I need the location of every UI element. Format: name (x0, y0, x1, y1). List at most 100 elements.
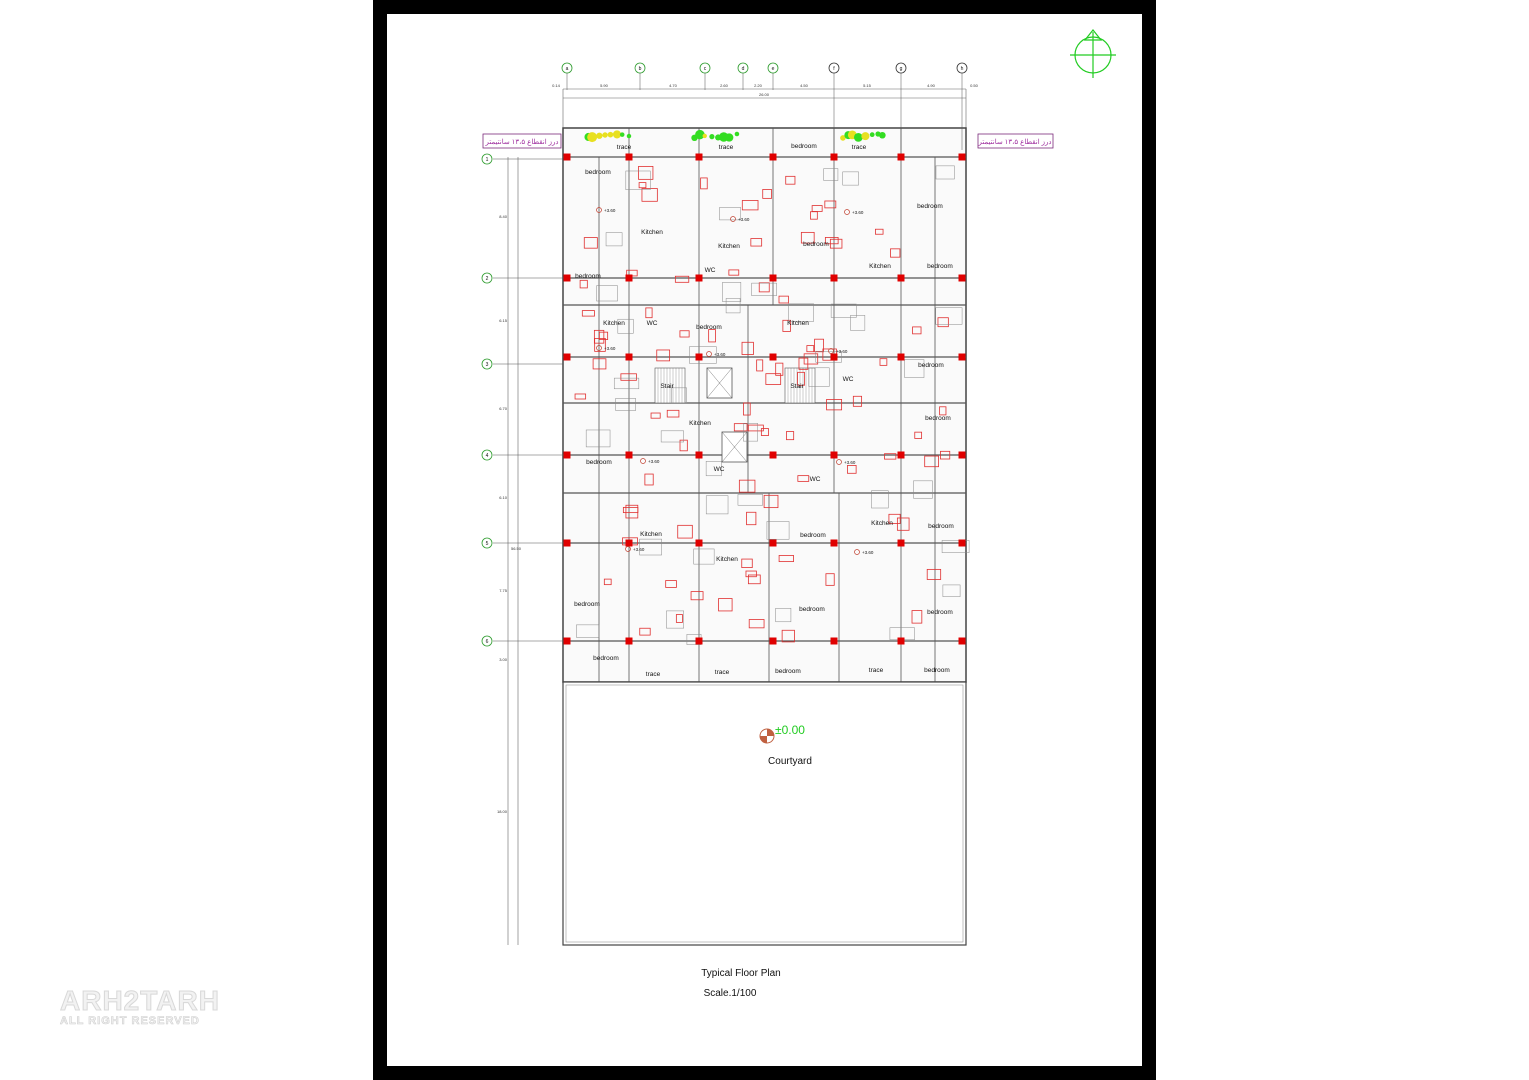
room-label: trace (852, 144, 867, 151)
furniture (733, 423, 748, 432)
room-label: bedroom (925, 415, 951, 422)
room-label: Kitchen (869, 263, 891, 270)
furniture (926, 568, 942, 580)
column (563, 539, 571, 547)
furniture (743, 423, 758, 442)
furniture (620, 373, 637, 381)
furniture (875, 228, 884, 235)
column (830, 353, 838, 361)
level-mark: +3.60 (854, 549, 874, 555)
svg-text:+3.60: +3.60 (633, 547, 645, 552)
furniture (778, 295, 789, 304)
room-label: WC (714, 466, 725, 473)
furniture (884, 453, 897, 460)
furniture (778, 555, 794, 563)
overall-depth-dimension: 56.50 (511, 546, 522, 551)
svg-text:+3.60: +3.60 (852, 210, 864, 215)
furniture (914, 431, 923, 439)
furniture (677, 524, 693, 539)
furniture (639, 627, 651, 636)
room-label: bedroom (927, 609, 953, 616)
furniture (904, 359, 925, 378)
room-label: bedroom (924, 667, 950, 674)
left-dimension: 6.10 (499, 495, 508, 500)
room-label: WC (843, 376, 854, 383)
column (695, 274, 703, 282)
grid-bubble-left: 5 (481, 537, 563, 549)
svg-text:5: 5 (486, 541, 489, 547)
left-dimension: 18.00 (497, 809, 508, 814)
svg-text:6: 6 (486, 639, 489, 645)
plant-icon (596, 132, 603, 139)
furniture (743, 402, 751, 416)
furniture (650, 412, 661, 419)
furniture (675, 614, 683, 623)
svg-text:درز انقطاع ۱۳،۵ سانتیمتر: درز انقطاع ۱۳،۵ سانتیمتر (485, 138, 559, 146)
column (958, 353, 966, 361)
column (695, 153, 703, 161)
level-mark: +3.60 (836, 459, 856, 465)
svg-text:a: a (566, 66, 569, 72)
top-dimension: 5.15 (863, 83, 872, 88)
furniture (888, 513, 901, 524)
furniture (911, 610, 923, 624)
furniture (665, 580, 677, 588)
left-dimension: 3.00 (499, 657, 508, 662)
room-label: Kitchen (871, 520, 893, 527)
furniture (625, 504, 639, 519)
furniture (741, 558, 753, 568)
svg-text:1: 1 (486, 157, 489, 163)
furniture (613, 377, 640, 390)
furniture (762, 189, 772, 199)
furniture (842, 171, 859, 186)
furniture (797, 371, 805, 386)
level-mark: +3.60 (596, 345, 616, 351)
room-label: Kitchen (716, 556, 738, 563)
plant-icon (734, 131, 740, 137)
furniture (748, 619, 765, 629)
column (769, 451, 777, 459)
furniture (693, 548, 715, 565)
furniture (615, 398, 636, 411)
furniture (585, 429, 611, 448)
grid-bubble-left: 2 (481, 272, 563, 284)
top-dimension: 0.14 (552, 83, 561, 88)
furniture (806, 345, 815, 353)
column (958, 153, 966, 161)
furniture (775, 362, 784, 376)
furniture (781, 629, 795, 643)
left-dimension: 7.75 (499, 588, 508, 593)
furniture (583, 237, 598, 249)
furniture (786, 431, 795, 441)
column (830, 451, 838, 459)
furniture (941, 540, 970, 553)
furniture (725, 298, 741, 314)
column (563, 274, 571, 282)
furniture (852, 395, 863, 407)
watermark-logo: ARH2TARH ALL RIGHT RESERVED (32, 985, 220, 1028)
svg-text:+3.60: +3.60 (604, 208, 616, 213)
room-label: bedroom (696, 324, 722, 331)
column (625, 637, 633, 645)
plant-icon (607, 131, 614, 138)
furniture (738, 479, 756, 493)
column (563, 637, 571, 645)
furniture (576, 624, 600, 638)
furniture (847, 465, 857, 474)
plant-icon (626, 133, 632, 139)
furniture (596, 285, 618, 302)
svg-text:f: f (833, 66, 835, 72)
column (695, 353, 703, 361)
column (897, 274, 905, 282)
column (625, 353, 633, 361)
svg-text:e: e (772, 66, 775, 72)
furniture (797, 475, 810, 482)
column (897, 539, 905, 547)
level-mark: +3.60 (844, 209, 864, 215)
furniture (705, 461, 722, 477)
plant-icon (702, 133, 707, 139)
grid-bubble-left: 1 (481, 153, 563, 165)
room-label: Kitchen (718, 243, 740, 250)
furniture (800, 231, 815, 244)
plant-icon (725, 133, 734, 142)
